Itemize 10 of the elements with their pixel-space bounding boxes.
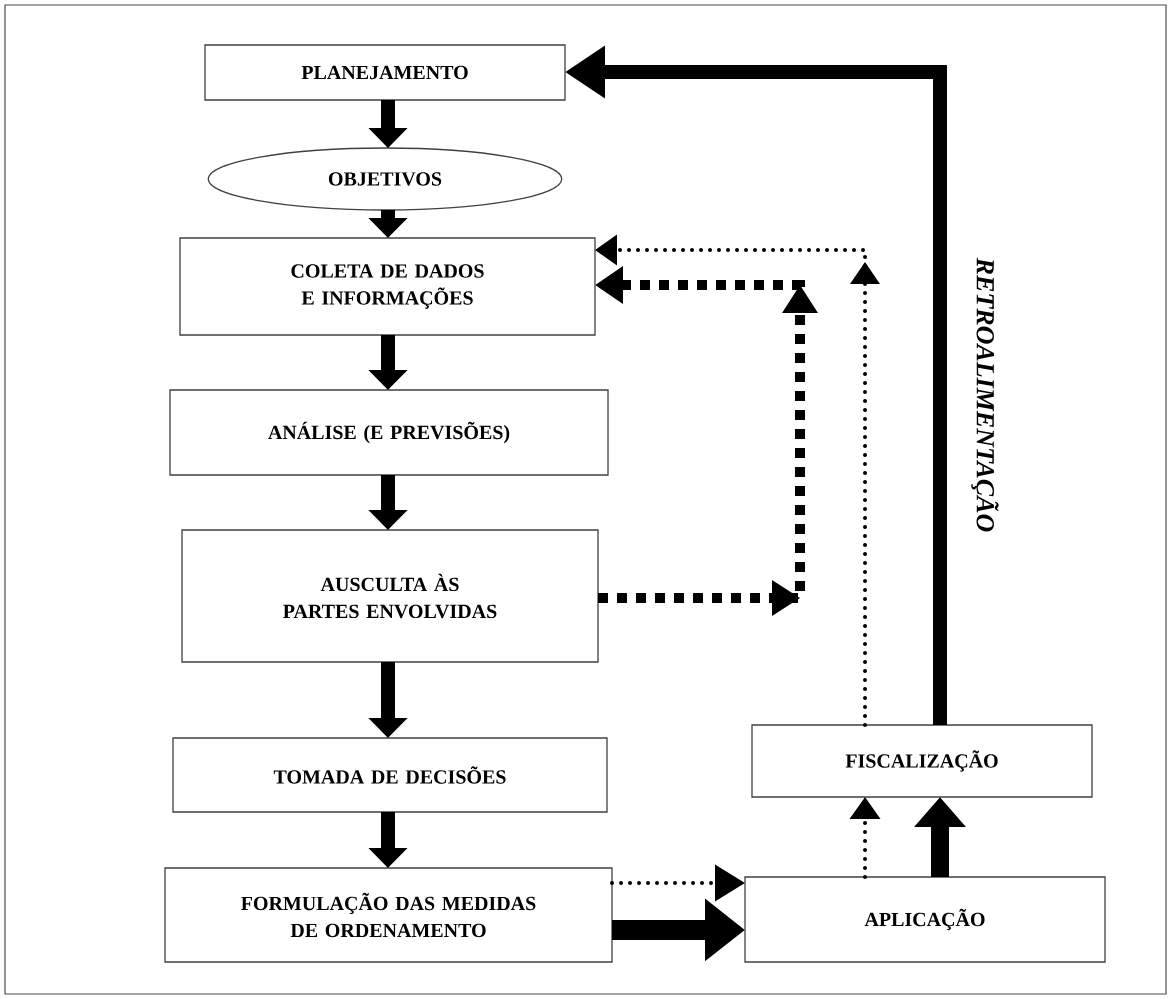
process-box: ANÁLISE (E PREVISÕES) bbox=[169, 389, 609, 476]
process-box: COLETA DE DADOS E INFORMAÇÕES bbox=[179, 237, 596, 336]
process-box: TOMADA DE DECISÕES bbox=[172, 737, 608, 813]
process-box: FISCALIZAÇÃO bbox=[751, 724, 1093, 798]
process-box: FORMULAÇÃO DAS MEDIDAS DE ORDENAMENTO bbox=[164, 867, 613, 963]
process-box: APLICAÇÃO bbox=[744, 876, 1106, 963]
process-box: PLANEJAMENTO bbox=[204, 44, 566, 101]
edge-label: RETROALIMENTAÇÃO bbox=[971, 257, 999, 532]
ellipse-node: OBJETIVOS bbox=[207, 147, 563, 211]
process-box: AUSCULTA ÀS PARTES ENVOLVIDAS bbox=[181, 529, 599, 663]
